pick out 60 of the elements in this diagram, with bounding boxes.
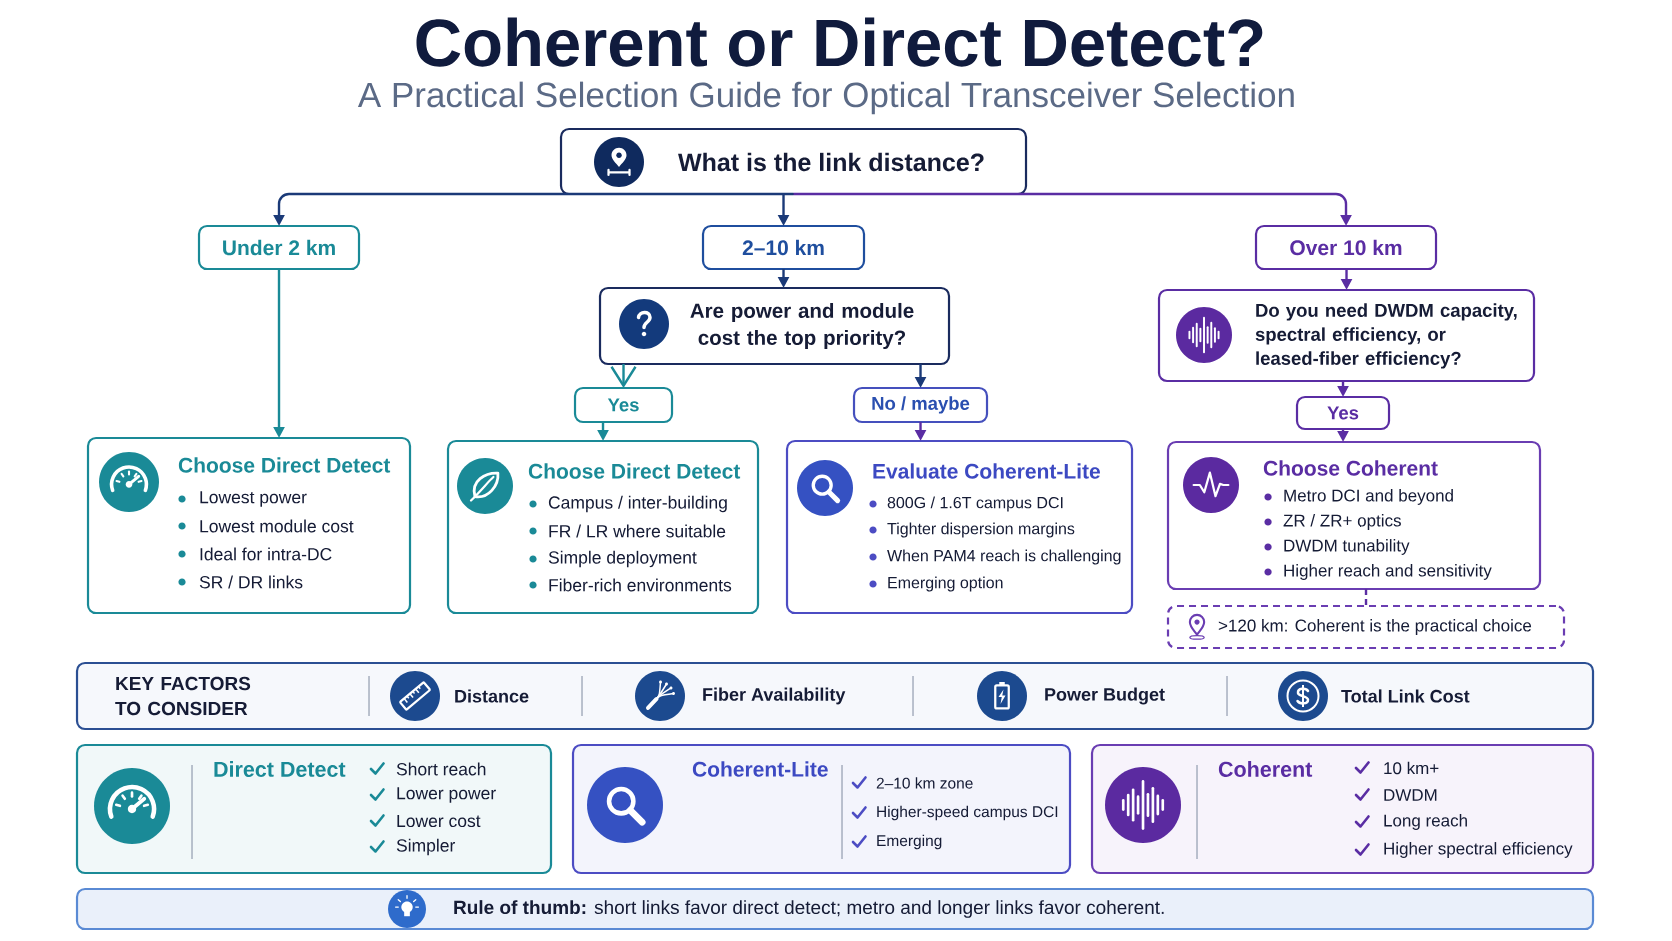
factor-label: Total Link Cost (1341, 689, 1470, 703)
list-item: Simple deployment (548, 550, 697, 568)
note-box: >120 km: Coherent is the practical choice (1166, 604, 1566, 650)
factor-label: Fiber Availability (703, 687, 846, 705)
list-item: Short reach (396, 762, 486, 776)
list-item: Lowest module cost (200, 519, 354, 533)
factor-label: Distance (455, 689, 529, 703)
list-item: DWDM tunability (1284, 539, 1410, 555)
card-heading: Coherent-Lite (692, 761, 828, 777)
card-heading: Choose Direct Detect (178, 457, 391, 473)
list-item: Fiber-rich environments (549, 578, 732, 592)
question-box: Do you need DWDM capacity, spectral efficiency, or leased-fiber efficiency? (1157, 288, 1536, 383)
result-card (446, 439, 760, 615)
summary-card (1090, 743, 1595, 875)
result-card (1166, 440, 1542, 591)
list-item: DWDM (1384, 789, 1437, 801)
choice-tag: Yes (573, 386, 674, 424)
list-item: Higher reach and sensitivity (1284, 564, 1492, 580)
question-box: Are power and module cost the top priority? (598, 286, 951, 366)
list-item: Ideal for intra-DC (200, 547, 332, 561)
list-item: When PAM4 reach is challenging (887, 549, 1121, 565)
card-heading: Choose Coherent (1263, 460, 1438, 476)
tip-banner: Rule of thumb: short links favor direct detect; metro and longer links favor coherent. (75, 887, 1595, 931)
list-item: Campus / inter-building (548, 495, 727, 513)
list-item: Lowest power (200, 491, 307, 507)
list-item: Long reach (1384, 814, 1467, 830)
list-item: Higher spectral efficiency (1384, 842, 1573, 858)
list-item: FR / LR where suitable (549, 524, 726, 538)
summary-card (571, 743, 1072, 875)
factors-panel (75, 661, 1595, 731)
card-heading: Evaluate Coherent-Lite (873, 463, 1100, 479)
list-item: Lower cost (397, 814, 481, 828)
option-box: Over 10 km (1254, 224, 1438, 271)
choice-tag: Yes (1295, 395, 1391, 431)
title: Coherent or Direct Detect? (416, 17, 1263, 67)
list-item: Emerging (877, 834, 942, 850)
list-item: 10 km+ (1384, 761, 1439, 775)
card-heading: Direct Detect (214, 761, 346, 777)
list-item: Higher-speed campus DCI (877, 805, 1058, 821)
summary-card (75, 743, 553, 875)
list-item: Emerging option (888, 576, 1003, 592)
list-item: 2–10 km zone (876, 777, 973, 789)
result-card (785, 439, 1134, 615)
question-box: What is the link distance? (559, 127, 1028, 196)
dashed-connector (1364, 589, 1368, 606)
list-item: SR / DR links (199, 575, 303, 589)
list-item: Simpler (396, 838, 456, 856)
panel-heading: KEY FACTORS TO CONSIDER (115, 676, 251, 716)
list-item: 800G / 1.6T campus DCI (887, 496, 1063, 512)
card-heading: Choose Direct Detect (528, 463, 741, 479)
list-item: ZR / ZR+ optics (1283, 514, 1401, 530)
result-card (86, 436, 412, 615)
factor-label: Power Budget (1045, 687, 1165, 705)
list-item: Lower power (397, 787, 496, 803)
option-box: Under 2 km (197, 224, 361, 271)
option-box: 2–10 km (701, 224, 866, 271)
choice-tag: No / maybe (852, 386, 989, 424)
list-item: Metro DCI and beyond (1284, 489, 1453, 505)
list-item: Tighter dispersion margins (887, 522, 1075, 538)
card-heading: Coherent (1218, 761, 1313, 777)
